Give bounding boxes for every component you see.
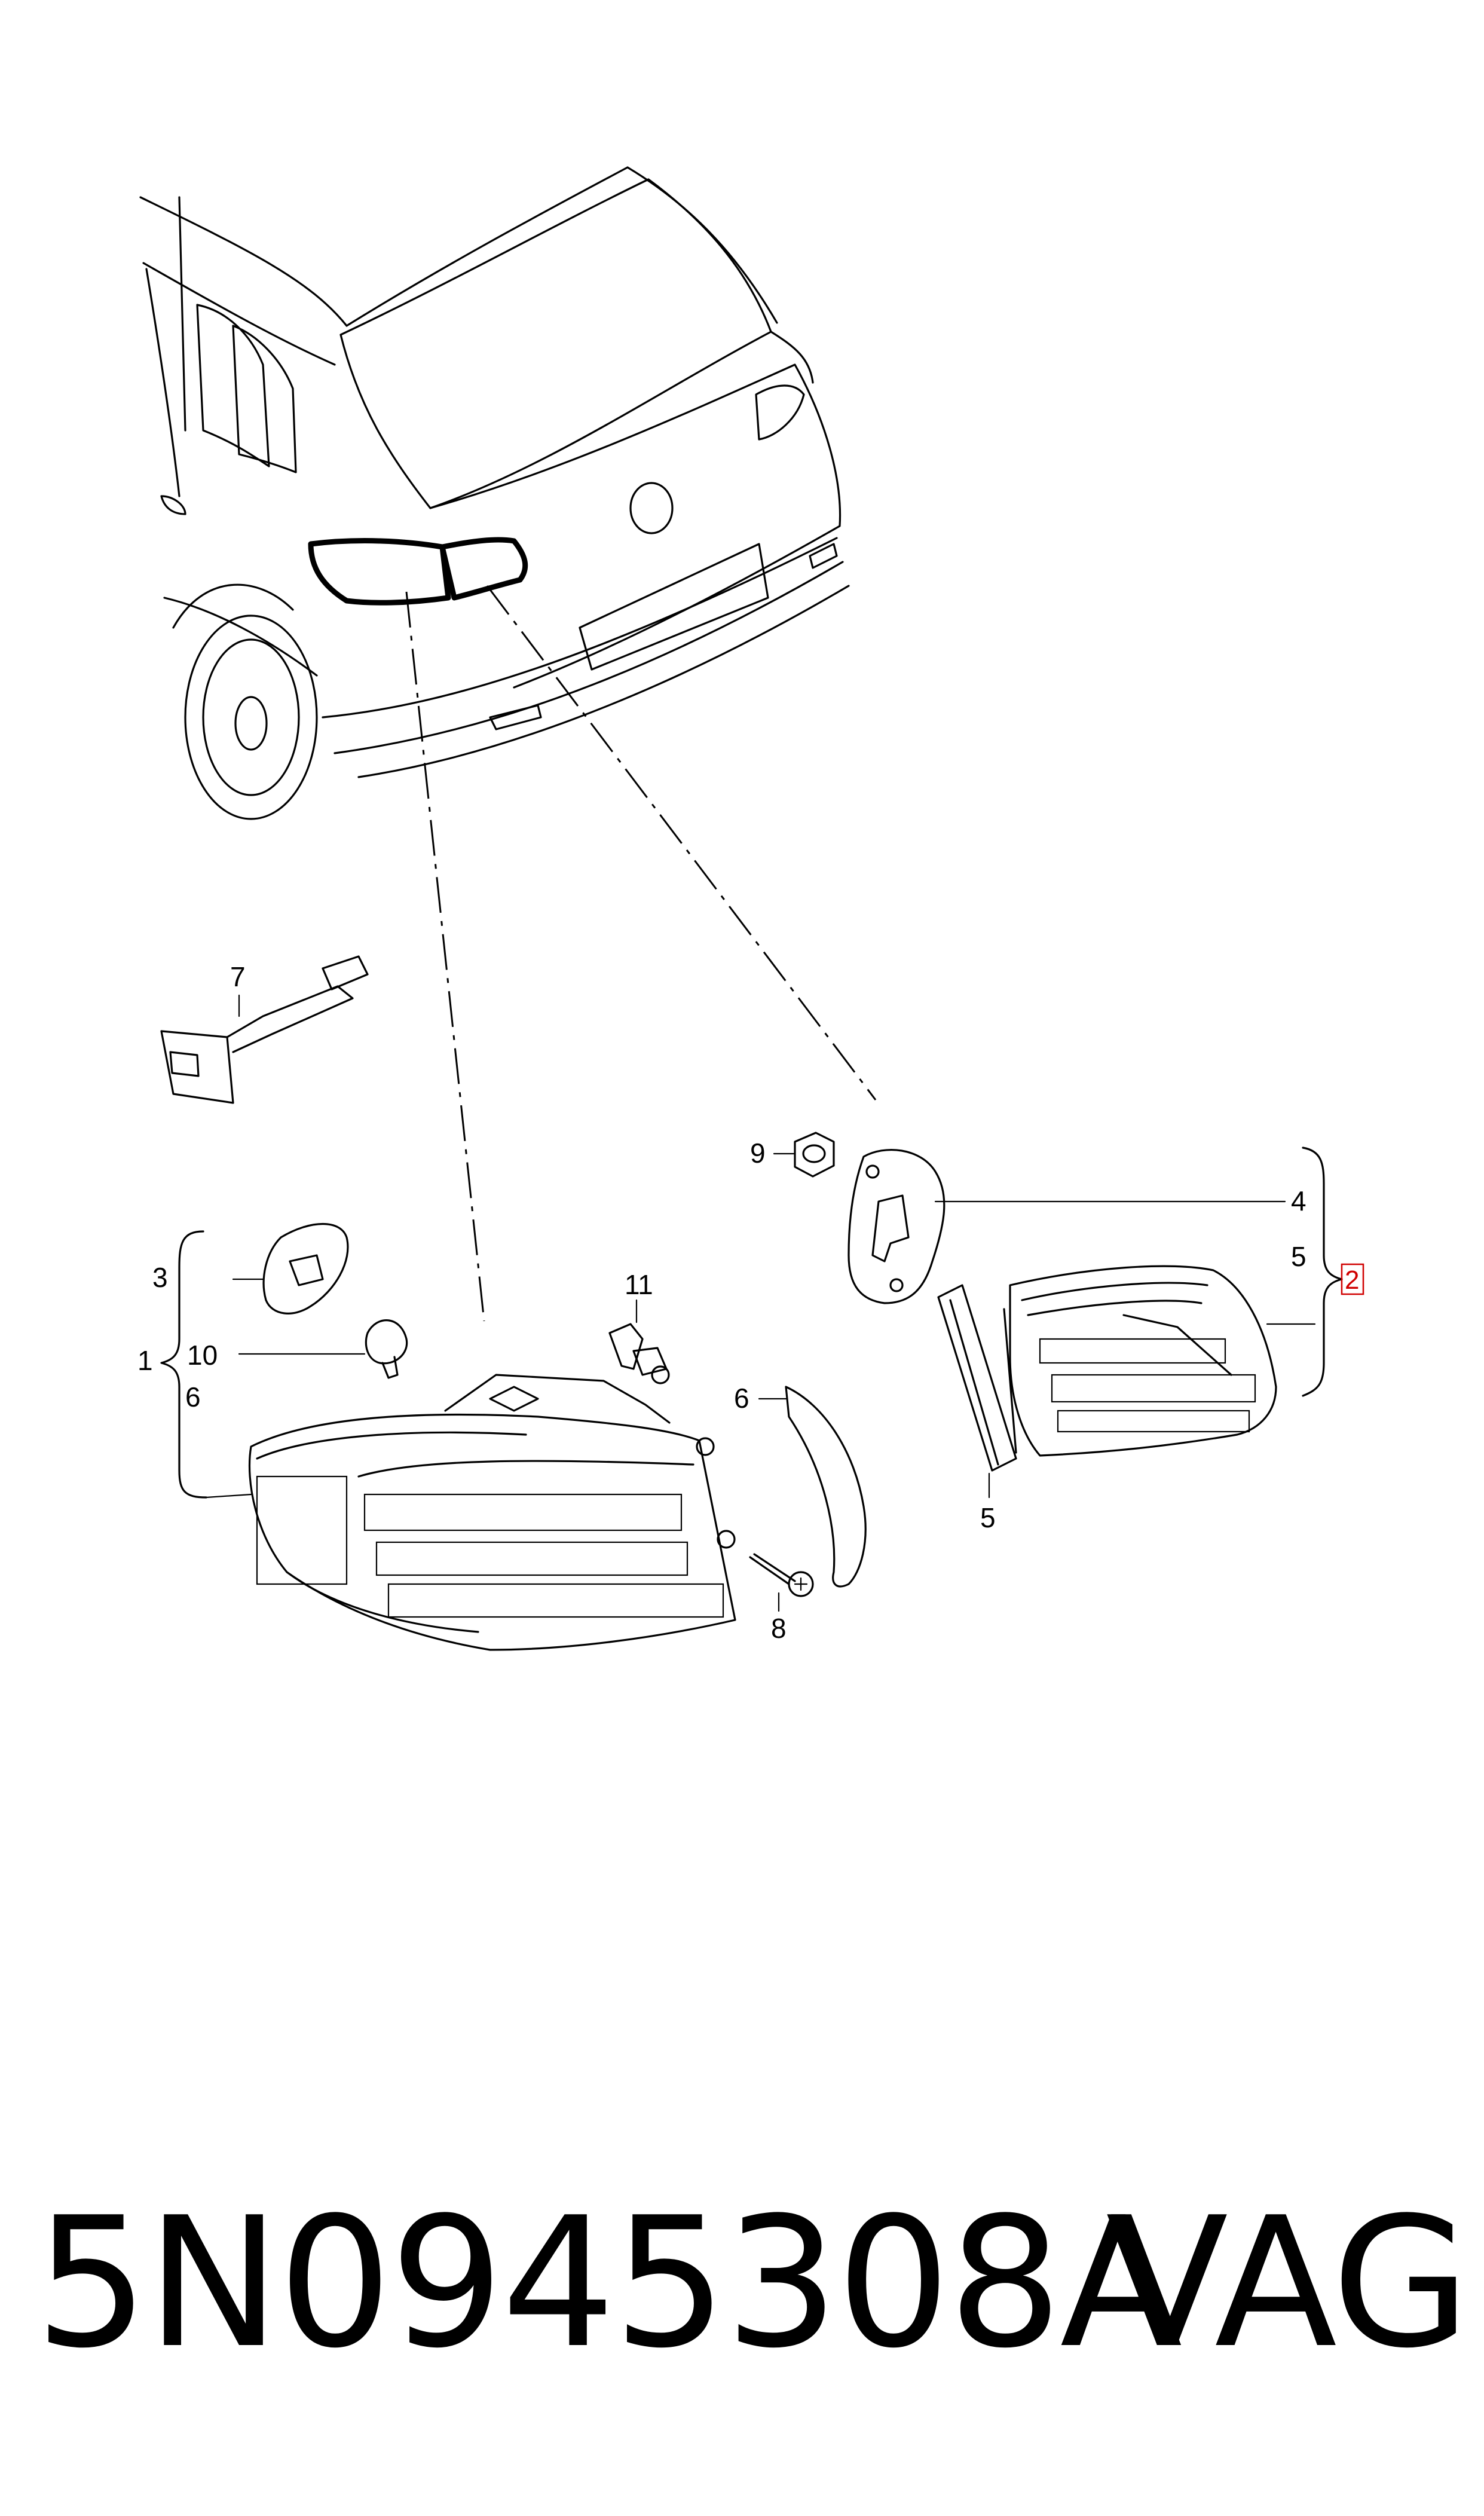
tail-lamp-outer-icon: [248, 1374, 736, 1651]
callout-6-right: 6: [734, 1383, 749, 1414]
brace-1: [160, 1230, 207, 1499]
leader-outer-lamp: [405, 591, 485, 1322]
brace-2: [1302, 1147, 1343, 1397]
leader-1-lamp: [205, 1493, 252, 1499]
callout-5-lower: 5: [980, 1502, 996, 1533]
seal-strip-icon: [785, 1386, 867, 1588]
callout-11: 11: [625, 1269, 653, 1300]
screw-icon: [749, 1553, 814, 1597]
diagram-canvas: 3 1 10 6 7 9 11 6 8 5 4 5 2: [137, 166, 1364, 1651]
callout-10: 10: [187, 1340, 218, 1371]
wiring-harness-icon: [160, 955, 369, 1104]
callout-5-group: 5: [1291, 1241, 1306, 1272]
leader-inner-lamp: [486, 585, 877, 1100]
callout-6-group: 6: [185, 1381, 201, 1413]
callout-3: 3: [152, 1262, 168, 1293]
callout-7: 7: [230, 961, 246, 992]
gasket-icon: [847, 1148, 946, 1304]
callout-2-label: 2: [1345, 1265, 1359, 1295]
seal-strip-icon: [937, 1284, 1017, 1472]
callout-9: 9: [750, 1138, 766, 1169]
brand: VAG: [1106, 2179, 1470, 2387]
part-number: 5N0945308A: [35, 2179, 1183, 2387]
bulb-icon: [365, 1319, 408, 1379]
tail-lamp-inner-icon: [1003, 1265, 1277, 1457]
callout-2[interactable]: 2: [1341, 1263, 1364, 1295]
gasket-icon: [262, 1222, 349, 1314]
nut-icon: [794, 1132, 835, 1178]
callout-1: 1: [137, 1345, 153, 1376]
callout-8: 8: [771, 1613, 787, 1644]
callout-4: 4: [1291, 1185, 1306, 1216]
car-rear-icon: [139, 166, 850, 820]
bulb-holder-icon: [608, 1323, 670, 1384]
